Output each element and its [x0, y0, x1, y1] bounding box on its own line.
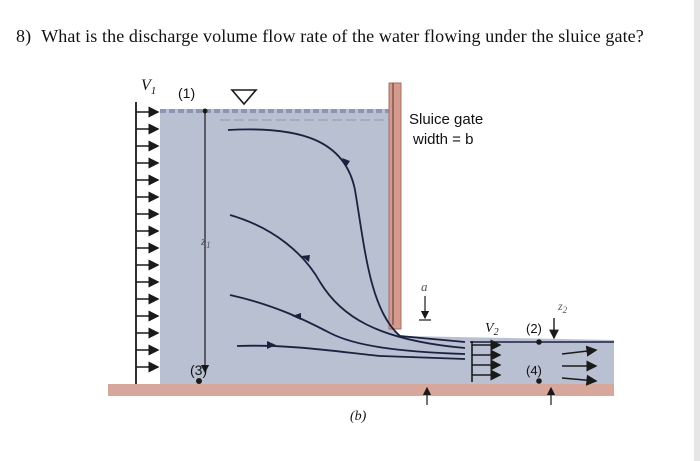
water-body: [160, 109, 614, 385]
label-point-4: (4): [526, 363, 542, 378]
label-point-3: (3): [190, 362, 207, 378]
label-v2: V2: [485, 321, 499, 338]
label-z1: z1: [200, 233, 211, 250]
label-gate-1: Sluice gate: [409, 111, 483, 128]
label-point-1: (1): [178, 85, 195, 101]
sluice-gate: [388, 82, 402, 330]
label-gate-2: width = b: [412, 131, 473, 148]
label-v1: V1: [141, 77, 156, 97]
channel-bed: [108, 384, 614, 396]
downstream-velocity-arrows: [471, 339, 502, 382]
point-3-dot: [196, 378, 202, 384]
streamline-arrow-4: [267, 341, 276, 349]
streamline-1: [227, 128, 466, 343]
streamline-arrow-1: [342, 158, 350, 167]
streamline-arrow-2: [301, 255, 310, 262]
question-text: What is the discharge volume flow rate o…: [41, 26, 644, 46]
streamline-2: [229, 214, 466, 349]
point-1-dot: [202, 108, 208, 114]
point-2-dot: [536, 339, 542, 345]
point-4-dot: [536, 378, 542, 384]
streamline-arrowheads: [267, 158, 350, 349]
free-surface-symbol: [230, 89, 258, 106]
streamline-4: [236, 344, 466, 360]
question-number: 8): [16, 26, 32, 46]
label-point-2: (2): [526, 321, 542, 336]
page-edge: [694, 0, 700, 461]
label-z2: z2: [557, 299, 568, 315]
outlet-arrows: [561, 345, 598, 386]
streamline-arrow-3: [292, 313, 301, 320]
upstream-velocity-arrows: [136, 106, 160, 373]
streamline-3: [229, 294, 466, 355]
streamlines: [227, 128, 466, 360]
label-a: a: [421, 279, 428, 294]
figure-caption: (b): [350, 409, 367, 424]
question: 8) What is the discharge volume flow rate…: [16, 26, 644, 47]
